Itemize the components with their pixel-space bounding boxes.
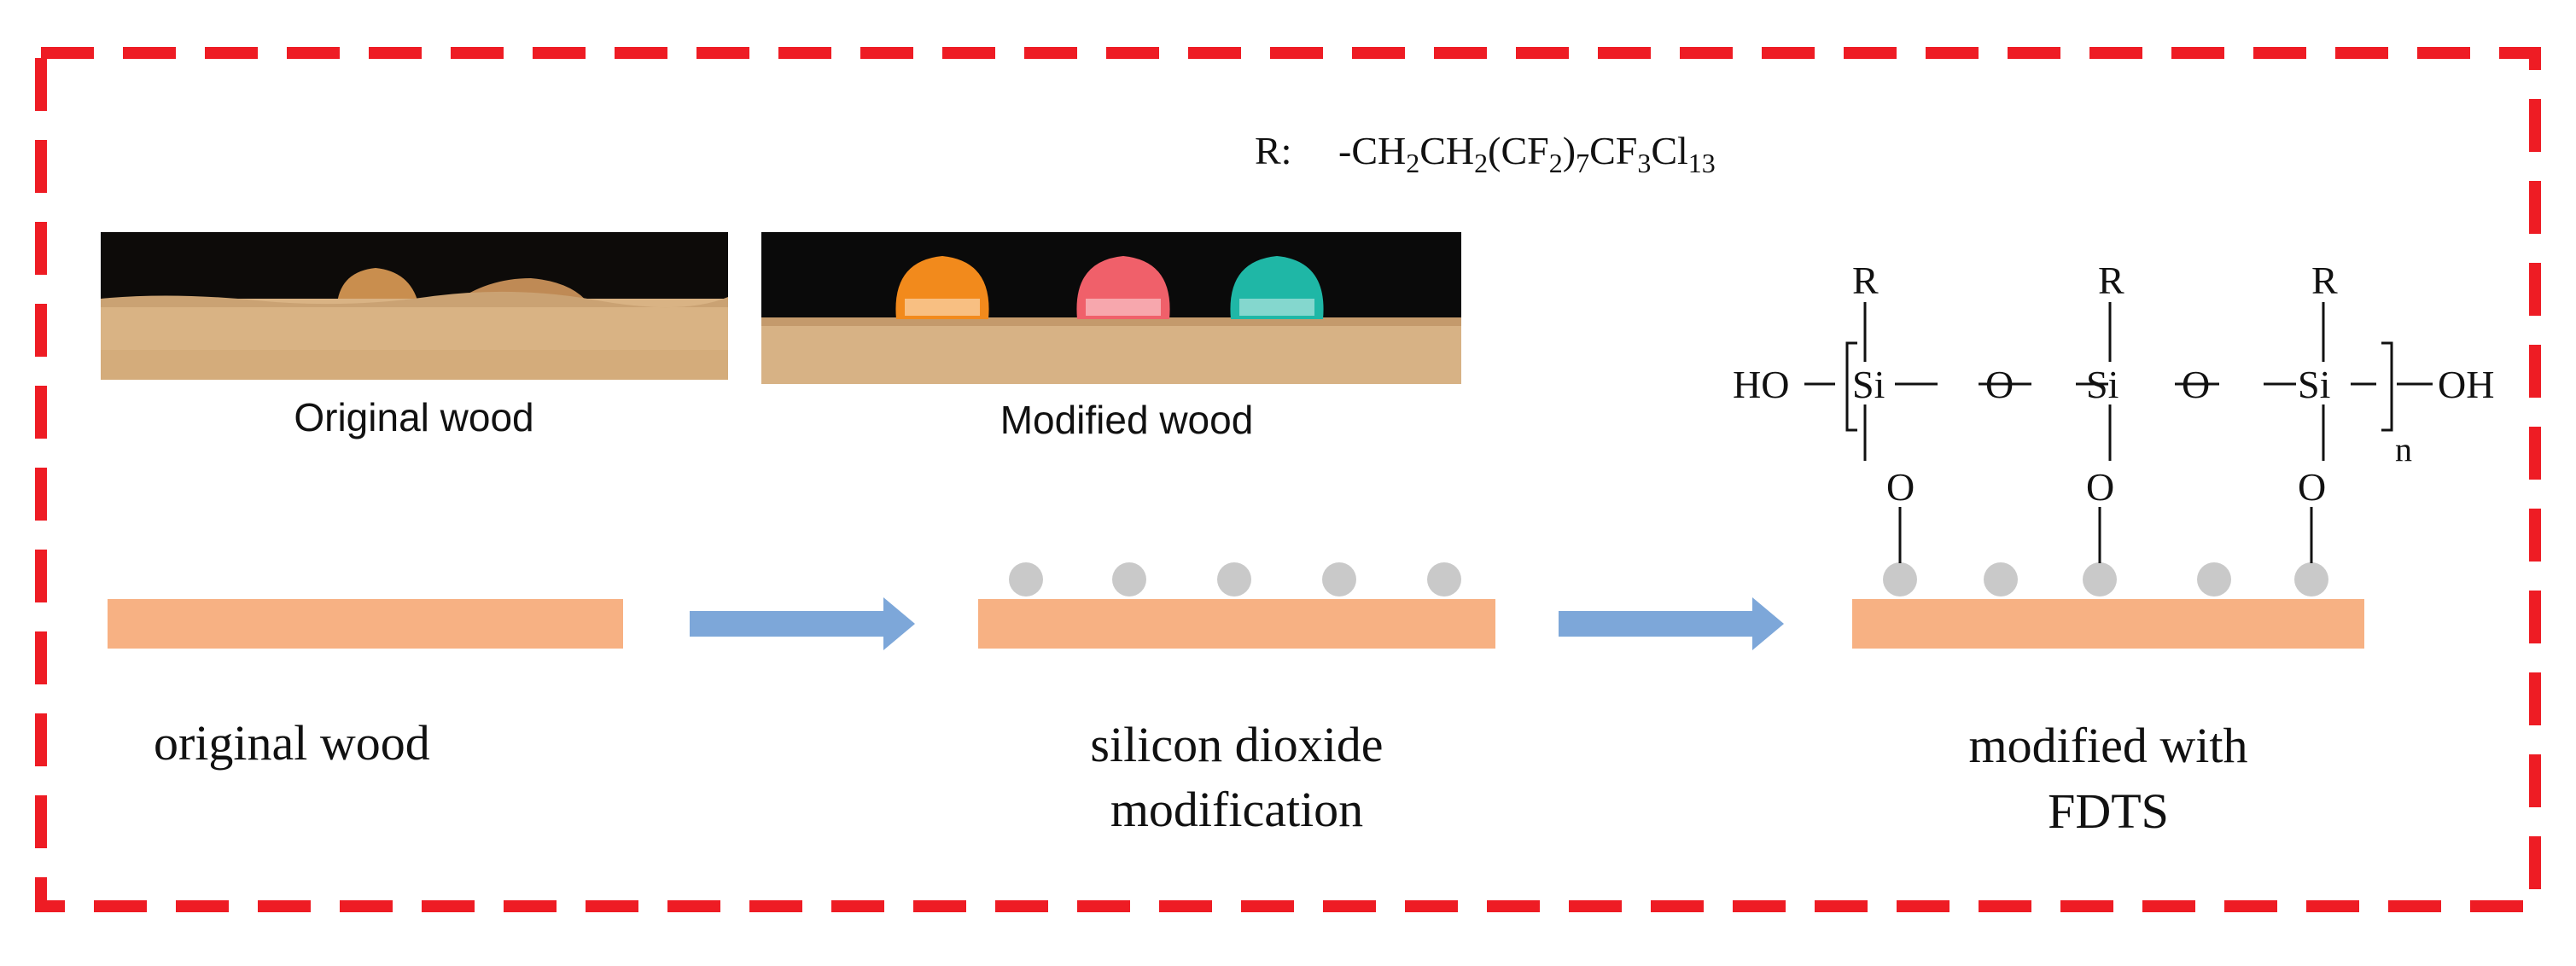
formula-subscript: 3 bbox=[1637, 148, 1651, 178]
o-atom: O bbox=[2182, 363, 2210, 406]
original-wood-photo bbox=[101, 232, 728, 380]
o-atom: O bbox=[1886, 465, 1915, 509]
formula-subscript: 7 bbox=[1576, 148, 1589, 178]
silica-particle bbox=[1984, 562, 2018, 596]
silica-particle bbox=[2197, 562, 2231, 596]
fdts-particles bbox=[1883, 562, 2328, 596]
o-atom: O bbox=[2298, 465, 2326, 509]
droplet-reflection bbox=[905, 299, 980, 316]
fdts-siloxane-structure: HO Si O Si O Si OH n R R R O O O bbox=[1733, 259, 2494, 563]
original-wood-caption: Original wood bbox=[294, 395, 533, 439]
formula-subscript: 2 bbox=[1406, 148, 1419, 178]
fdts-wood-bar bbox=[1852, 599, 2364, 649]
r-group-prefix: R: bbox=[1255, 129, 1291, 172]
r-substituent: R bbox=[1852, 259, 1879, 302]
silica-label-line2: modification bbox=[1110, 782, 1363, 837]
o-atom: O bbox=[1985, 363, 2014, 406]
original-wood-label: original wood bbox=[154, 715, 430, 771]
formula-segment: CH bbox=[1419, 129, 1474, 172]
formula-segment: ) bbox=[1563, 129, 1576, 172]
water-droplet bbox=[895, 256, 989, 319]
r-substituent: R bbox=[2311, 259, 2338, 302]
formula-subscript: 2 bbox=[1474, 148, 1488, 178]
formula-segment: CF bbox=[1589, 129, 1637, 172]
si-atom: Si bbox=[2086, 363, 2118, 406]
water-droplet bbox=[1076, 256, 1170, 319]
o-atom: O bbox=[2086, 465, 2114, 509]
si-atom: Si bbox=[2298, 363, 2330, 406]
modified-wood-caption: Modified wood bbox=[1000, 398, 1254, 442]
silica-particle bbox=[1217, 562, 1251, 596]
silica-wood-bar bbox=[978, 599, 1495, 649]
silica-particle bbox=[1427, 562, 1461, 596]
ho-group: HO bbox=[1733, 363, 1789, 406]
formula-subscript: 2 bbox=[1549, 148, 1563, 178]
silica-label-line1: silicon dioxide bbox=[1090, 717, 1383, 772]
r-substituent: R bbox=[2098, 259, 2124, 302]
silica-particle bbox=[1883, 562, 1917, 596]
r-group-formula: -CH2CH2(CF2)7CF3Cl13 bbox=[1338, 129, 1716, 178]
water-droplet bbox=[1230, 256, 1324, 319]
formula-segment: Cl bbox=[1651, 129, 1687, 172]
arrow-right-icon bbox=[690, 597, 915, 650]
formula-segment: -CH bbox=[1338, 129, 1406, 172]
repeat-n: n bbox=[2395, 430, 2412, 468]
arrow-right-icon bbox=[1559, 597, 1784, 650]
silica-particle bbox=[1009, 562, 1043, 596]
silica-particle bbox=[2294, 562, 2328, 596]
modified-wood-photo bbox=[761, 232, 1461, 384]
fdts-label-line1: modified with bbox=[1968, 718, 2247, 773]
original-wood-bar bbox=[108, 599, 623, 649]
silica-particle bbox=[1112, 562, 1146, 596]
droplet-reflection bbox=[1239, 299, 1314, 316]
formula-segment: (CF bbox=[1488, 129, 1549, 172]
formula-subscript: 13 bbox=[1688, 148, 1716, 178]
silica-particles bbox=[1009, 562, 1461, 596]
si-atom: Si bbox=[1852, 363, 1885, 406]
oh-group: OH bbox=[2438, 363, 2494, 406]
dashed-frame bbox=[35, 47, 2541, 912]
silica-particle bbox=[2083, 562, 2117, 596]
fdts-label-line2: FDTS bbox=[2048, 783, 2169, 839]
droplet-reflection bbox=[1086, 299, 1161, 316]
silica-particle bbox=[1322, 562, 1356, 596]
